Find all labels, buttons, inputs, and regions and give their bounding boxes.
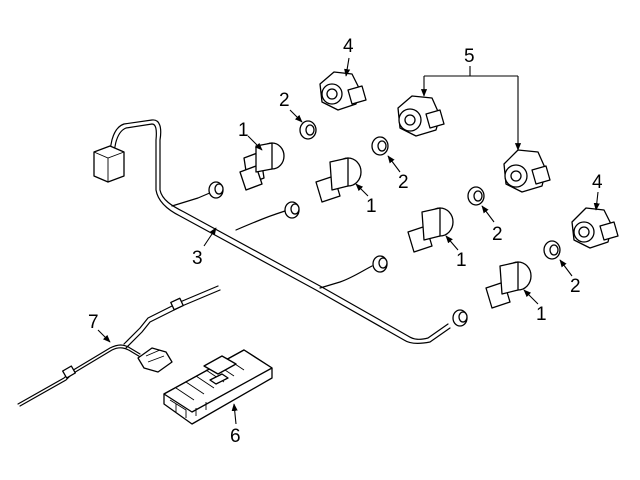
harness-connector-a — [208, 181, 224, 199]
callout-6: 6 — [230, 426, 241, 447]
callout-4-a: 4 — [343, 36, 354, 57]
harness-connector-b — [284, 201, 300, 219]
callout-3: 3 — [192, 248, 203, 269]
harness-connector-c — [372, 255, 388, 273]
callout-2-c: 2 — [492, 224, 503, 245]
callout-2-a: 2 — [279, 90, 290, 111]
bracket-5-b — [503, 149, 551, 193]
sensor-1-b — [315, 157, 362, 203]
grommet-2-d — [543, 240, 561, 260]
grommet-2-b — [371, 136, 389, 156]
callout-1-b: 1 — [366, 196, 377, 217]
callout-2-b: 2 — [398, 172, 409, 193]
callout-1-d: 1 — [536, 304, 547, 325]
sensor-1-c — [407, 207, 454, 253]
callout-2-d: 2 — [570, 276, 581, 297]
harness-connector-d — [452, 309, 468, 327]
callout-1-a: 1 — [238, 120, 249, 141]
callout-5: 5 — [464, 46, 475, 67]
wiring-harness — [93, 119, 468, 344]
callout-labels: 1 1 1 1 2 2 2 2 3 4 4 5 6 7 — [88, 36, 603, 447]
bracket-4-b — [571, 207, 619, 249]
bracket-5-a — [397, 95, 445, 137]
callout-7: 7 — [88, 312, 99, 333]
antenna-cable — [17, 285, 221, 407]
grommet-2-a — [299, 120, 317, 140]
control-module — [163, 349, 273, 425]
callout-1-c: 1 — [456, 250, 467, 271]
bracket-4-a — [319, 71, 367, 111]
sensor-1-a — [239, 142, 285, 191]
callout-4-b: 4 — [592, 172, 603, 193]
leader-lines — [97, 57, 600, 425]
sensor-1-d — [485, 261, 532, 309]
grommet-2-c — [467, 186, 485, 206]
